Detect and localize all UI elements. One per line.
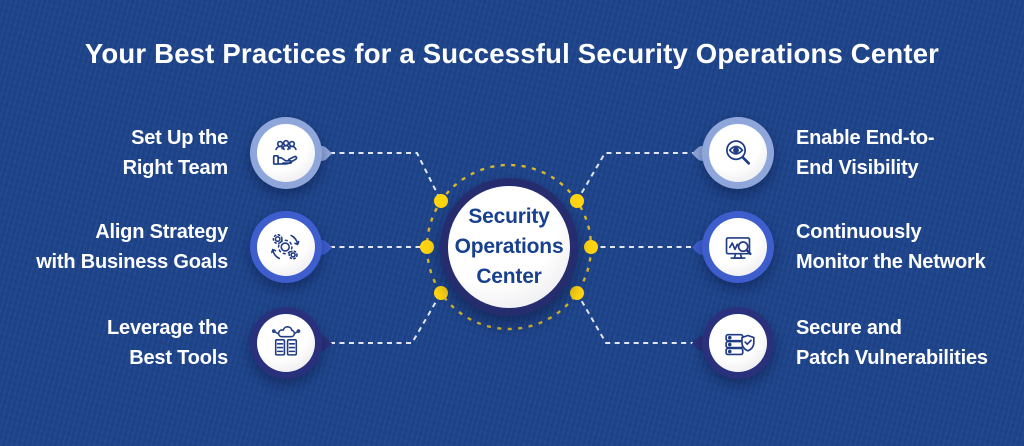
practice-label-line: Secure and [796, 317, 902, 339]
center-node: Security Operations Center [440, 178, 578, 316]
practice-item-set-up-team: Set Up the Right Team [0, 117, 333, 189]
practice-bubble [691, 211, 774, 283]
practice-label-line: Patch Vulnerabilities [796, 347, 988, 369]
hand-team-icon [267, 134, 305, 172]
practice-label: Enable End-to- End Visibility [796, 123, 935, 183]
bubble-face [257, 314, 315, 372]
practice-label-line: End Visibility [796, 157, 919, 179]
practice-label-line: Leverage the [107, 317, 228, 339]
bubble-face [709, 314, 767, 372]
monitor-magnifier-icon [719, 228, 757, 266]
practice-bubble [691, 117, 774, 189]
practice-label-line: Monitor the Network [796, 251, 986, 273]
practice-label-line: Enable End-to- [796, 127, 935, 149]
gears-sync-icon [267, 228, 305, 266]
practice-label-line: Align Strategy [95, 221, 228, 243]
bubble-face [709, 124, 767, 182]
center-label-line: Security [468, 205, 550, 228]
practice-bubble [691, 307, 774, 379]
center-label-line: Center [476, 265, 542, 288]
practice-item-align-strategy: Align Strategy with Business Goals [0, 211, 333, 283]
practice-label-line: Set Up the [131, 127, 228, 149]
bubble-face [257, 124, 315, 182]
practice-label: Leverage the Best Tools [107, 313, 228, 373]
practice-bubble [250, 117, 333, 189]
practice-item-patch-vulnerabilities: Secure and Patch Vulnerabilities [691, 307, 1024, 379]
eye-magnifier-icon [719, 134, 757, 172]
practice-label-line: with Business Goals [36, 251, 228, 273]
bubble-face [257, 218, 315, 276]
practice-label: Align Strategy with Business Goals [36, 217, 228, 277]
practice-bubble [250, 307, 333, 379]
practice-item-leverage-tools: Leverage the Best Tools [0, 307, 333, 379]
practice-label: Secure and Patch Vulnerabilities [796, 313, 988, 373]
bubble-face [709, 218, 767, 276]
practice-label-line: Continuously [796, 221, 922, 243]
practice-item-monitor-network: Continuously Monitor the Network [691, 211, 1024, 283]
practice-label-line: Right Team [122, 157, 229, 179]
practice-label: Set Up the Right Team [122, 123, 229, 183]
practice-bubble [250, 211, 333, 283]
page-title: Your Best Practices for a Successful Sec… [84, 38, 940, 69]
center-label-line: Operations [454, 235, 564, 258]
servers-cloud-icon [267, 324, 305, 362]
practice-label: Continuously Monitor the Network [796, 217, 986, 277]
server-shield-icon [719, 324, 757, 362]
practice-label-line: Best Tools [129, 347, 228, 369]
practice-item-end-to-end-visibility: Enable End-to- End Visibility [691, 117, 1024, 189]
center-node-label: Security Operations Center [448, 186, 570, 308]
